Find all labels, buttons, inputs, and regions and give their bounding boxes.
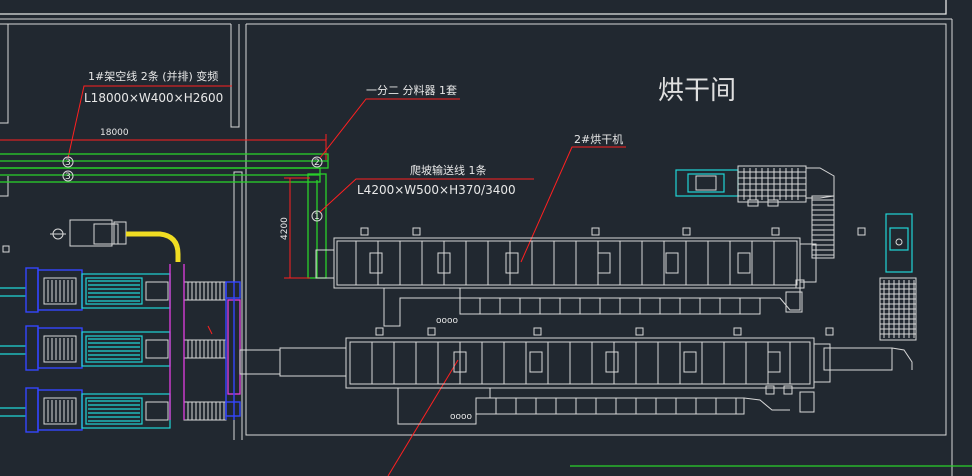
washer-unit — [81, 393, 171, 429]
overhead-line-title: 1#架空线 2条 (并排) 变频 — [88, 69, 218, 83]
marker-label: 2 — [314, 158, 320, 168]
overhead-line-annotation: 1#架空线 2条 (并排) 变频 L18000×W400×H2600 — [67, 69, 232, 159]
manifold — [169, 264, 281, 420]
marker-circle — [62, 156, 74, 168]
dryer-lower: oooo — [279, 327, 834, 425]
horizontal-dimension-label: 18000 — [100, 128, 129, 138]
overhead-line-dims: L18000×W400×H2600 — [84, 91, 223, 105]
frame — [25, 387, 39, 433]
screen-unit — [43, 277, 77, 305]
washer-unit — [85, 277, 143, 305]
washer-unit — [81, 273, 171, 309]
screen-unit — [43, 397, 77, 425]
splitter-annotation: 一分二 分料器 1套 — [319, 83, 460, 159]
marker-circle — [311, 156, 323, 168]
overhead-conveyor: 3 3 2 1 — [0, 153, 329, 279]
marker-label: 3 — [65, 172, 71, 182]
washer-unit — [85, 335, 143, 363]
horizontal-dimension: 18000 — [0, 128, 327, 160]
marker-label: 1 — [314, 212, 320, 222]
incline-annotation: 爬坡输送线 1条 L4200×W500×H370/3400 — [319, 163, 534, 213]
vertical-dimension-label: 4200 — [280, 217, 290, 240]
washer-unit — [81, 331, 171, 367]
marker-circle — [62, 170, 74, 182]
frame — [25, 267, 39, 313]
vent-marks: oooo — [450, 412, 473, 422]
left-top-machine — [50, 219, 181, 262]
splitter-label: 一分二 分料器 1套 — [366, 83, 457, 97]
washer-unit — [85, 397, 143, 425]
left-lines — [0, 267, 227, 433]
room-label: 烘干间 — [658, 76, 736, 106]
marker-label: 3 — [65, 158, 71, 168]
dryer-2-label: 2#烘干机 — [574, 132, 623, 146]
drive-box — [145, 339, 169, 359]
dryer-upper: oooo — [315, 227, 866, 327]
frame — [25, 325, 39, 371]
drive-box — [145, 401, 169, 421]
marker-circle — [311, 210, 323, 222]
right-transfer-conveyor — [823, 213, 917, 371]
screen-unit — [43, 335, 77, 363]
dryer-2-annotation: 2#烘干机 — [387, 132, 626, 476]
drive-box — [145, 281, 169, 301]
vertical-dimension: 4200 — [280, 177, 310, 279]
top-right-machine — [675, 165, 835, 259]
incline-dims: L4200×W500×H370/3400 — [357, 183, 516, 197]
vent-marks: oooo — [436, 316, 459, 326]
incline-title: 爬坡输送线 1条 — [410, 163, 487, 177]
